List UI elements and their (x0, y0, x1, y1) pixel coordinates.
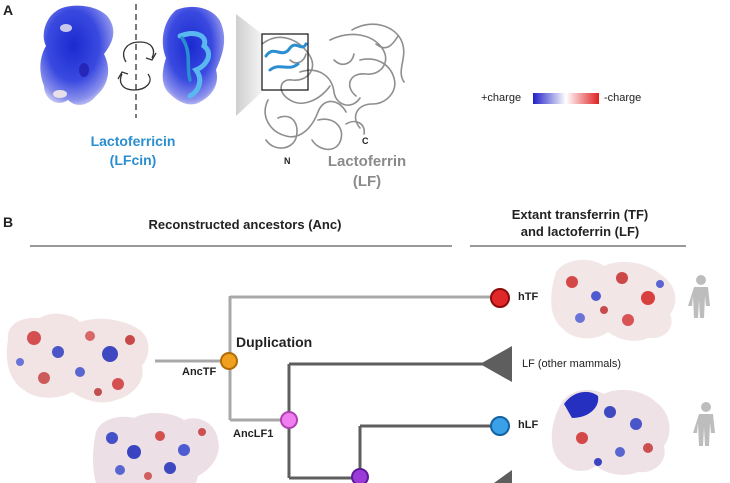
panel-b-letter: B (3, 214, 14, 230)
lfcin-helix-in-lf (264, 42, 308, 72)
lf-name: Lactoferrin (327, 153, 407, 170)
human-icon-hlf (693, 402, 715, 446)
heading-extant-line1: Extant transferrin (TF) (511, 207, 649, 222)
rotation-arrow-icon (117, 41, 157, 91)
heading-extant: Extant transferrin (TF) and lactoferrin … (480, 206, 680, 240)
anc-tf-surface (6, 313, 149, 403)
n-terminus-label: N (284, 156, 291, 166)
hlf-label: hLF (518, 419, 539, 431)
lf-other-mammals-clade (480, 346, 512, 382)
hlf-surface (551, 389, 670, 475)
lfcin-abbr: (LFcin) (109, 152, 157, 168)
human-icon-htf (688, 275, 710, 318)
lfcin-surface-left (40, 5, 114, 105)
node-anc-tf (220, 352, 238, 370)
charge-scale-bar (533, 93, 599, 104)
node-anc-lf2 (351, 468, 369, 483)
lfcin-region-box (261, 33, 309, 91)
node-anc-lf1 (280, 411, 298, 429)
tf-branches (155, 295, 500, 422)
lactoferrin-label: Lactoferrin (LF) (312, 152, 422, 192)
heading-extant-line2: and lactoferrin (LF) (520, 224, 640, 239)
zoom-cone (236, 14, 262, 116)
lfcin-name: Lactoferricin (90, 133, 176, 149)
anc-lf1-label: AncLF1 (233, 428, 274, 440)
c-terminus-label: C (362, 136, 369, 146)
tip-htf (490, 288, 510, 308)
htf-surface (551, 259, 676, 341)
anc-lf1-surface (93, 412, 219, 483)
legend-negative-charge: -charge (604, 92, 642, 104)
lf-abbr: (LF) (352, 173, 382, 190)
panel-a-letter: A (3, 2, 14, 18)
htf-label: hTF (518, 291, 539, 303)
lf-other-mammals-label: LF (other mammals) (522, 358, 622, 370)
tip-hlf (490, 416, 510, 436)
heading-reconstructed-ancestors: Reconstructed ancestors (Anc) (148, 217, 342, 232)
legend-positive-charge: +charge (481, 92, 522, 104)
lower-clade-stub (494, 470, 512, 483)
lfcin-surface-right (162, 6, 225, 105)
lactoferrin-ribbon (261, 23, 405, 151)
duplication-label: Duplication (236, 334, 313, 350)
anc-tf-label: AncTF (182, 366, 217, 378)
lfcin-label: Lactoferricin (LFcin) (78, 132, 188, 170)
lf-branches (287, 362, 500, 483)
